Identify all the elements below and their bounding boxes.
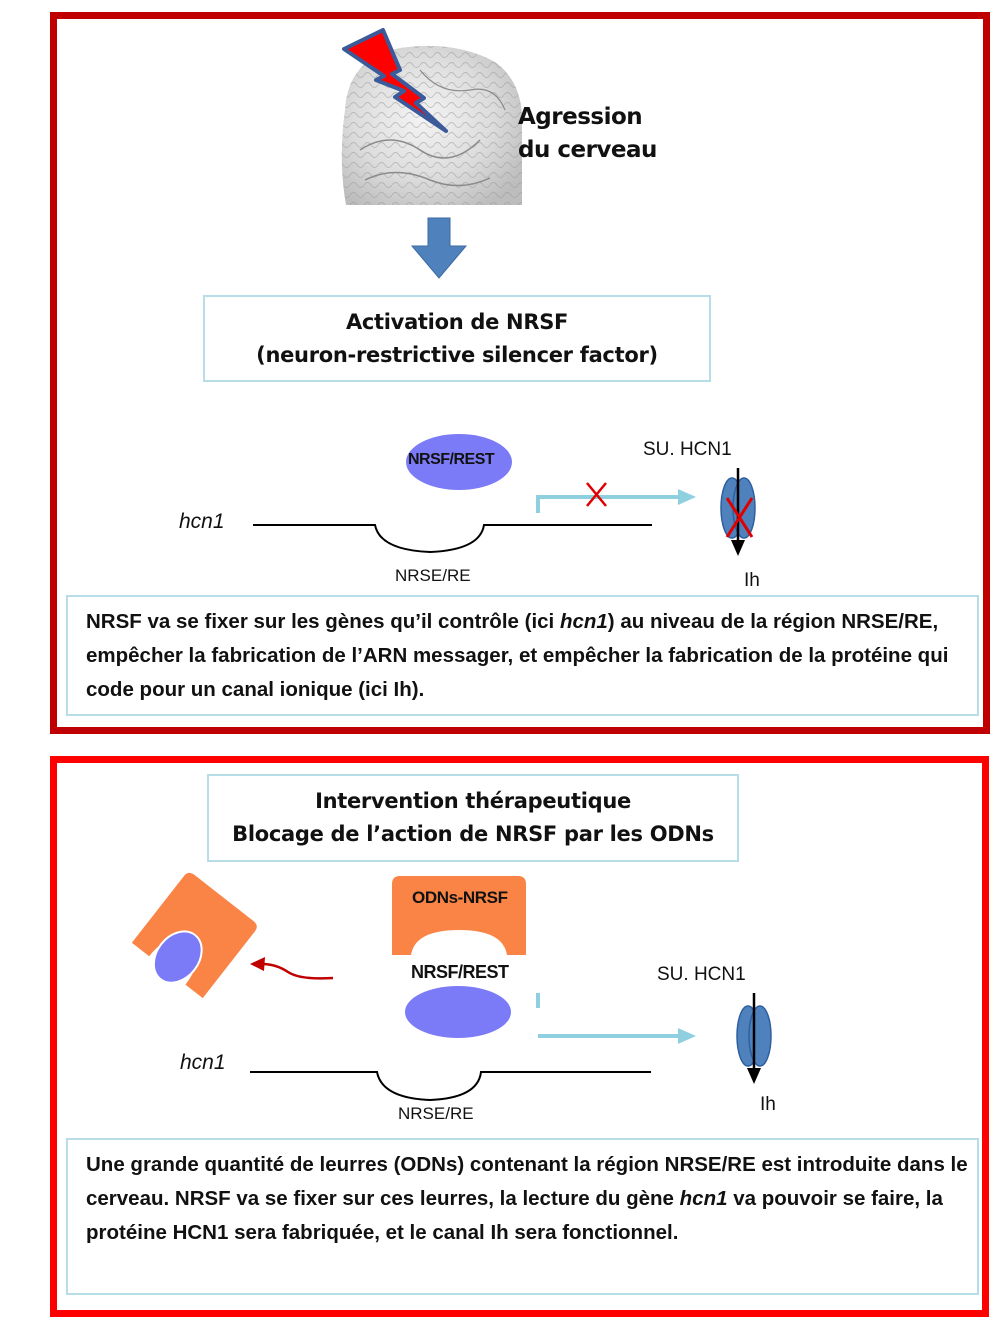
- title-line1: Intervention thérapeutique: [315, 789, 631, 813]
- nrsf-rest-label-bottom: NRSF/REST: [411, 962, 509, 982]
- nrse-re-label-bottom: NRSE/RE: [398, 1104, 474, 1123]
- su-hcn1-label: SU. HCN1: [643, 439, 732, 460]
- description-text-2: ) au niveau de la région NRSE/RE, empêch…: [86, 610, 949, 701]
- hcn1-gene-line-bottom: [250, 1071, 651, 1102]
- description-gene: hcn1: [559, 610, 608, 633]
- down-arrow-icon: [410, 217, 468, 279]
- lightning-bolt-icon: [342, 28, 448, 133]
- hcn1-channel-active-icon: [736, 993, 772, 1084]
- description-text-1: NRSF va se fixer sur les gènes qu’il con…: [86, 610, 560, 633]
- odn-decoy-shape: [392, 876, 526, 955]
- transcription-arrow-icon: [536, 489, 696, 513]
- brain-caption-line1: Agression: [518, 104, 643, 130]
- hcn1-gene-label-bottom: hcn1: [180, 1051, 226, 1074]
- odns-nrsf-label: ODNs-NRSF: [412, 888, 508, 907]
- nrse-re-label: NRSE/RE: [395, 566, 471, 585]
- channel-blocked-icon: [725, 497, 754, 538]
- nrsf-description-box: NRSF va se fixer sur les gènes qu’il con…: [66, 595, 979, 716]
- nrsf-protein-shape-free: [405, 986, 511, 1038]
- hcn1-gene-label: hcn1: [179, 510, 225, 533]
- binding-arrow-icon: [250, 957, 334, 980]
- intervention-title-box: Intervention thérapeutique Blocage de l’…: [207, 774, 739, 862]
- nrsf-rest-label: NRSF/REST: [408, 451, 495, 468]
- ih-current-label: Ih: [744, 570, 760, 591]
- hcn1-channel-icon: [720, 468, 756, 556]
- nrsf-activation-title-box: Activation de NRSF (neuron-restrictive s…: [203, 295, 711, 382]
- title-line1: Activation de NRSF: [345, 310, 569, 334]
- brain-icon: [341, 45, 522, 205]
- description-text-1: Une grande quantité de leurres (ODNs) co…: [86, 1153, 968, 1210]
- description-text-2: va pouvoir se faire, la protéine HCN1 se…: [86, 1187, 943, 1244]
- description-gene: hcn1: [679, 1187, 728, 1210]
- brain-caption-line2: du cerveau: [518, 137, 657, 163]
- transcription-arrow-active-icon: [536, 993, 696, 1044]
- brain-injury-caption: Agression du cerveau: [518, 101, 657, 167]
- decoy-bound-complex-icon: [131, 872, 257, 999]
- intervention-description-box: Une grande quantité de leurres (ODNs) co…: [66, 1138, 979, 1295]
- title-line2: Blocage de l’action de NRSF par les ODNs: [232, 822, 714, 846]
- panel-therapeutic-intervention: [50, 756, 989, 1317]
- ih-current-label-bottom: Ih: [760, 1094, 776, 1115]
- nrsf-protein-shape: [406, 434, 512, 490]
- panel-brain-injury: [50, 12, 990, 734]
- transcription-blocked-icon: [586, 482, 607, 507]
- hcn1-gene-line: [253, 524, 652, 554]
- su-hcn1-label-bottom: SU. HCN1: [657, 964, 746, 985]
- title-line2: (neuron-restrictive silencer factor): [256, 343, 658, 367]
